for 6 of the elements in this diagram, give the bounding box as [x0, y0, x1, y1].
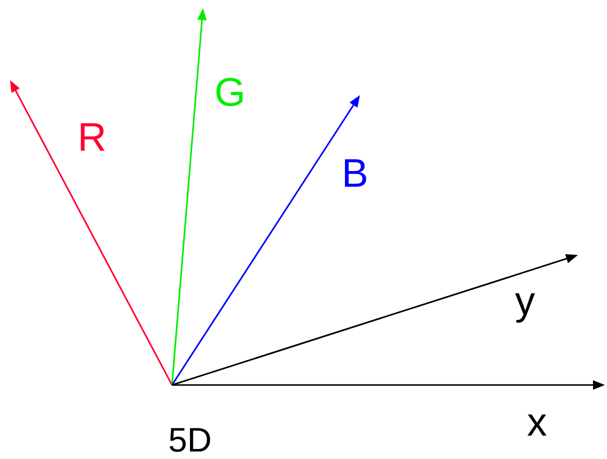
- axis-label: 5D: [170, 428, 210, 452]
- axis-label: y: [515, 293, 535, 323]
- axis-label: G: [216, 78, 243, 106]
- axis-label: R: [80, 123, 105, 151]
- axis-label: x: [527, 414, 547, 436]
- axis-label: B: [344, 159, 366, 187]
